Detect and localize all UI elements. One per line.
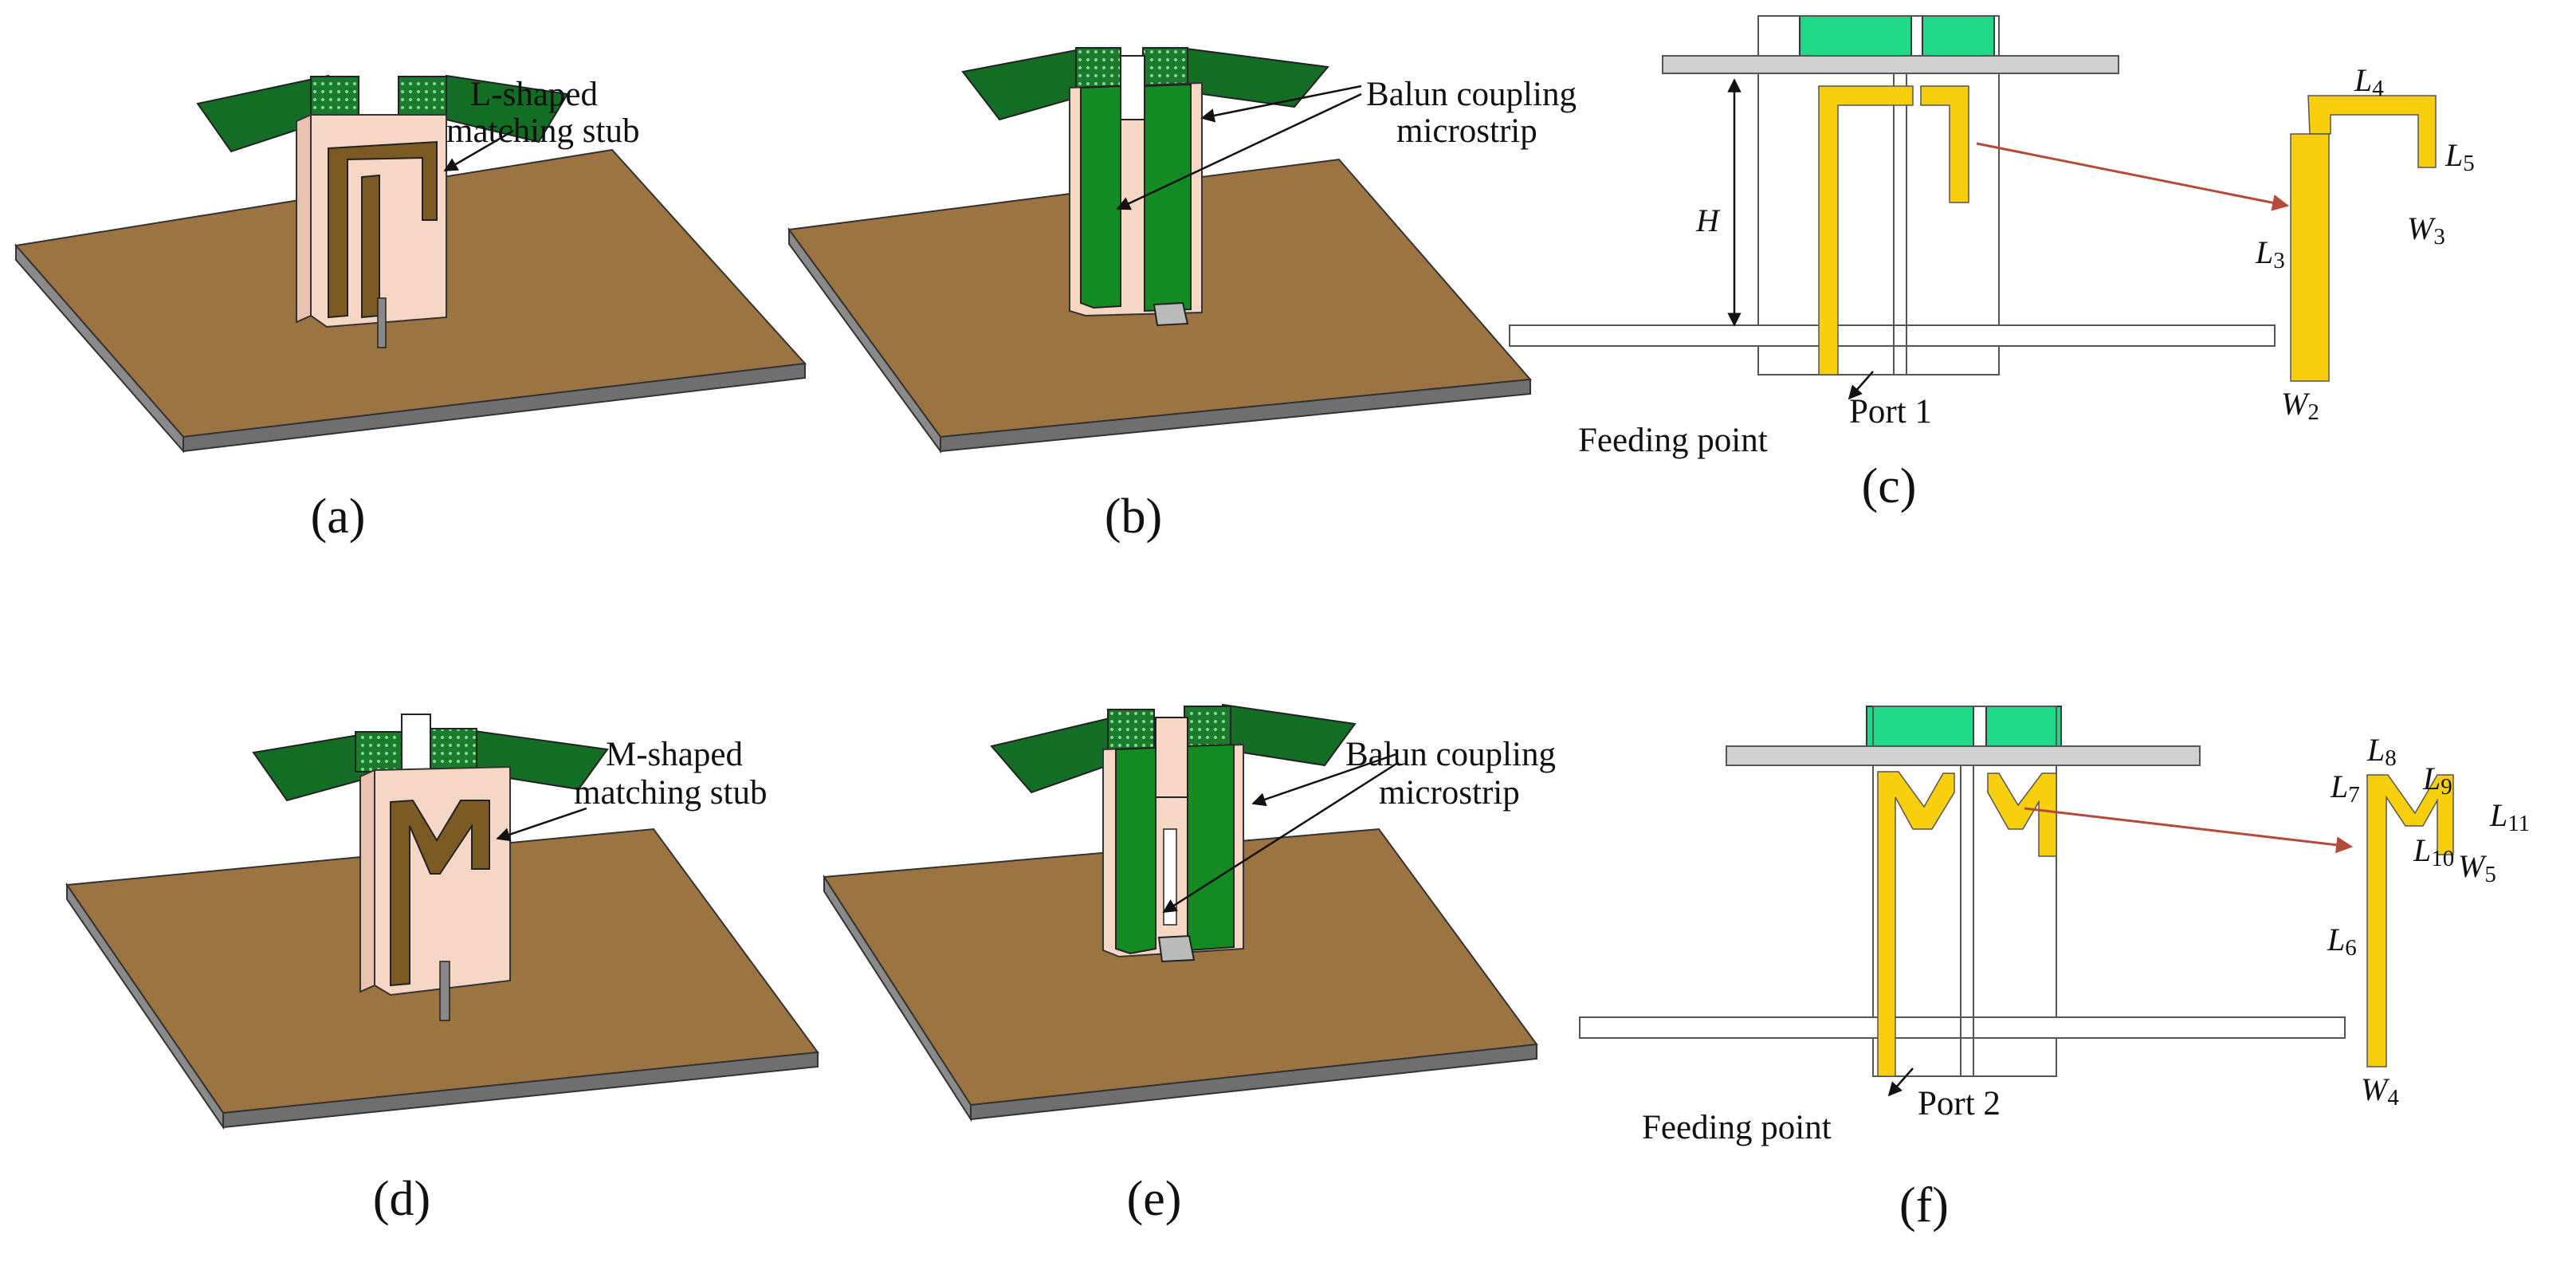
annotation-arrow (496, 807, 587, 842)
dipole-patch-left (1866, 706, 1974, 752)
label-L7: L7 (2330, 769, 2360, 808)
svg-text:W2: W2 (2281, 386, 2319, 425)
label-L11: L11 (2489, 797, 2530, 836)
dipole-patch-left (1799, 15, 1912, 63)
dipole-arms (990, 703, 1357, 794)
annotation-line-1: L-shaped (470, 76, 598, 113)
panel-d: M-shaped matching stub (d) (65, 714, 819, 1226)
label-L5: L5 (2444, 137, 2475, 176)
label-W4: W4 (2361, 1071, 2399, 1111)
reflector-top (1726, 745, 2201, 766)
m-shaped-stub (1877, 771, 2057, 1077)
balun-board (1102, 717, 1244, 963)
annotation-line-2: microstrip (1396, 112, 1537, 150)
annotation-arrow-1 (1200, 85, 1362, 123)
ground-plane (823, 828, 1538, 1122)
annotation-line-1: M-shaped (606, 736, 743, 773)
label-L8: L8 (2366, 732, 2397, 771)
caption: (c) (1862, 459, 1917, 513)
l-shaped-matching-stub (328, 140, 438, 348)
svg-text:L6: L6 (2327, 922, 2357, 961)
feed-label: Feeding point (1642, 1109, 1832, 1146)
panel-b: Balun coupling microstrip (b) (787, 46, 1577, 544)
panel-f: Port 2 Feeding point L8 L9 L7 L11 L10 W5… (1579, 706, 2530, 1233)
label-W3: W3 (2407, 210, 2445, 250)
label-L10: L10 (2413, 832, 2454, 871)
panel-c: H Port 1 Feeding point L4 L5 W3 L3 W2 (c… (1509, 15, 2475, 513)
svg-text:L5: L5 (2444, 137, 2475, 176)
port-label: Port 1 (1849, 393, 1932, 430)
feed-label: Feeding point (1578, 422, 1768, 459)
annotation-arrow-2 (1116, 92, 1362, 210)
zoom-arrow (1976, 142, 2290, 211)
svg-text:L11: L11 (2489, 797, 2530, 836)
balun-board (1069, 55, 1203, 327)
balun-outline (1872, 706, 2057, 1077)
dipole-arms (196, 74, 569, 153)
panel-e: Balun coupling microstrip (e) (823, 703, 1556, 1226)
balun-outline (1757, 15, 2000, 375)
annotation-arrow-1 (1251, 753, 1397, 807)
svg-text:L3: L3 (2255, 234, 2285, 273)
panel-a: L-shaped matching stub (a) (14, 74, 807, 544)
annotation-line-1: Balun coupling (1345, 736, 1556, 773)
annotation-arrow (443, 129, 514, 172)
caption: (b) (1105, 489, 1162, 544)
svg-text:L8: L8 (2366, 732, 2397, 771)
dipole-patch-right (1985, 706, 2062, 752)
label-L6: L6 (2327, 922, 2357, 961)
annotation-line-2: microstrip (1379, 774, 1520, 812)
annotation-line-2: matching stub (446, 112, 639, 150)
svg-text:L10: L10 (2413, 832, 2454, 871)
label-L3: L3 (2255, 234, 2285, 273)
svg-text:L4: L4 (2354, 62, 2384, 101)
caption: (d) (373, 1172, 430, 1226)
label-W5: W5 (2458, 848, 2496, 887)
height-label: H (1695, 202, 1721, 238)
m-stub-detail (2366, 774, 2454, 1067)
annotation-line-2: matching stub (574, 774, 767, 812)
port-label: Port 2 (1918, 1085, 2001, 1122)
caption: (a) (311, 489, 366, 544)
ground-plane-side (1509, 324, 2276, 347)
l-stub-detail (2290, 95, 2437, 382)
annotation-line-1: Balun coupling (1366, 76, 1577, 113)
label-L4: L4 (2354, 62, 2384, 101)
annotation-arrow-2 (1162, 762, 1397, 914)
dipole-arms (961, 46, 1329, 121)
svg-text:W5: W5 (2458, 848, 2496, 887)
feed-arrow (1887, 1067, 1914, 1097)
svg-text:L7: L7 (2330, 769, 2360, 808)
label-L9: L9 (2422, 761, 2452, 800)
zoom-arrow (2024, 807, 2354, 854)
reflector-top (1662, 55, 2119, 74)
dipole-patch-right (1922, 15, 1995, 63)
caption: (e) (1127, 1172, 1182, 1226)
svg-text:W3: W3 (2407, 210, 2445, 250)
feed-arrow (1848, 371, 1874, 400)
svg-text:W4: W4 (2361, 1071, 2399, 1111)
ground-plane-side (1579, 1016, 2346, 1039)
svg-text:L9: L9 (2422, 761, 2452, 800)
label-W2: W2 (2281, 386, 2319, 425)
caption: (f) (1899, 1178, 1949, 1233)
m-shaped-matching-stub (390, 799, 490, 1021)
l-shaped-stub (1818, 85, 1969, 375)
